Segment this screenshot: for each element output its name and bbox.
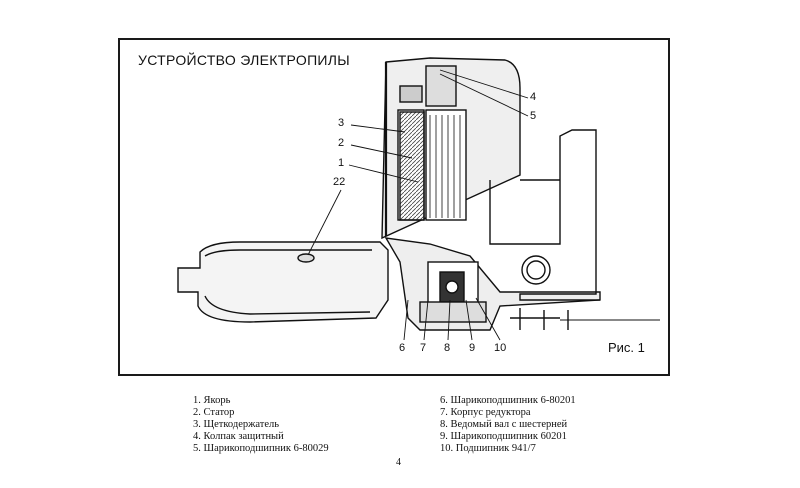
figure-label: Рис. 1 bbox=[608, 340, 645, 355]
callout-1: 1 bbox=[338, 157, 345, 169]
legend-item: 3. Щеткодержатель bbox=[193, 419, 280, 430]
callout-10: 10 bbox=[494, 342, 507, 354]
figure-title: УСТРОЙСТВО ЭЛЕКТРОПИЛЫ bbox=[138, 52, 350, 68]
motor-housing-shape bbox=[381, 57, 521, 240]
page-number: 4 bbox=[396, 457, 401, 468]
callout-3: 3 bbox=[338, 117, 345, 129]
callout-7: 7 bbox=[420, 342, 427, 354]
handle-shape bbox=[177, 241, 389, 323]
callout-8: 8 bbox=[444, 342, 451, 354]
callout-9: 9 bbox=[469, 342, 476, 354]
figure-frame bbox=[118, 38, 670, 376]
callout-4: 4 bbox=[530, 91, 537, 103]
legend-item: 7. Корпус редуктора bbox=[440, 407, 531, 418]
legend-item: 5. Шарикоподшипник 6-80029 bbox=[193, 443, 329, 454]
legend-item: 2. Статор bbox=[193, 407, 235, 418]
callout-5: 5 bbox=[530, 110, 537, 122]
legend-item: 9. Шарикоподшипник 60201 bbox=[440, 431, 567, 442]
legend-item: 1. Якорь bbox=[193, 395, 231, 406]
callout-22: 22 bbox=[333, 176, 346, 188]
leader-lines bbox=[307, 69, 529, 341]
legend-item: 8. Ведомый вал с шестерней bbox=[440, 419, 568, 430]
callout-2: 2 bbox=[338, 137, 345, 149]
gearbox-shape bbox=[384, 237, 601, 331]
legend-item: 10. Подшипник 941/7 bbox=[440, 443, 536, 454]
legend-item: 6. Шарикоподшипник 6-80201 bbox=[440, 395, 576, 406]
legend-right: 6. Шарикоподшипник 6-80201 7. Корпус ред… bbox=[440, 395, 576, 455]
blade-guard-shape bbox=[489, 129, 660, 330]
legend-item: 4. Колпак защитный bbox=[193, 431, 284, 442]
callout-6: 6 bbox=[399, 342, 406, 354]
legend-left: 1. Якорь 2. Статор 3. Щеткодержатель 4. … bbox=[193, 395, 329, 455]
